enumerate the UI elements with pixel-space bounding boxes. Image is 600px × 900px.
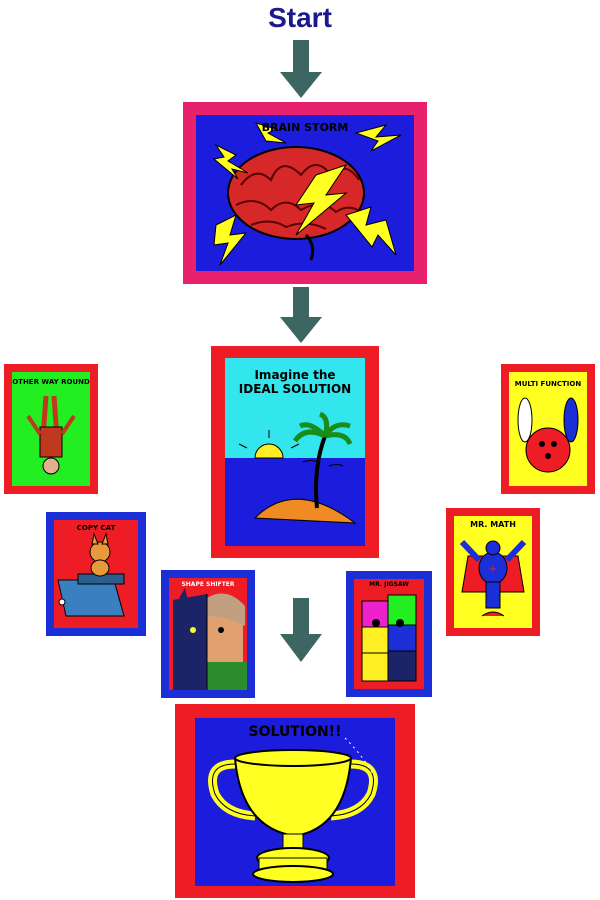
puzzle-icon	[361, 594, 417, 682]
arrow-down-icon	[280, 598, 322, 662]
arrow-down-icon	[280, 287, 322, 343]
wolf-face-icon	[173, 588, 247, 690]
brain-storm-card: BRAIN STORM	[183, 102, 427, 284]
mr-jigsaw-card: MR. JIGSAW	[346, 571, 432, 697]
ideal-solution-title-line1: Imagine the	[254, 368, 336, 382]
lightning-icon	[212, 122, 402, 266]
copy-cat-card: COPY CAT	[46, 512, 146, 636]
start-label: Start	[268, 2, 332, 33]
solution-card: SOLUTION!!	[175, 704, 415, 898]
other-way-round-title: OTHER WAY ROUND	[12, 378, 90, 386]
copy-cat-title: COPY CAT	[76, 524, 116, 532]
superhero-icon: +	[459, 539, 527, 617]
multi-function-title: MULTI FUNCTION	[514, 380, 582, 388]
mr-jigsaw-title: MR. JIGSAW	[369, 581, 409, 588]
sun-icon	[238, 430, 300, 459]
brain-storm-title: BRAIN STORM	[261, 121, 349, 134]
arrow-down-icon	[280, 40, 322, 98]
mr-math-title: MR. MATH	[470, 520, 516, 529]
other-way-round-card: OTHER WAY ROUND	[4, 364, 98, 494]
palm-tree-icon	[292, 411, 353, 509]
bowling-icon	[517, 397, 579, 473]
ideal-solution-title-line2: IDEAL SOLUTION	[238, 382, 352, 396]
island-icon	[253, 498, 357, 524]
svg-text:+: +	[489, 564, 497, 575]
shape-shifter-title: SHAPE SHIFTER	[181, 581, 235, 588]
cat-icon	[57, 532, 125, 617]
ideal-solution-card: Imagine the IDEAL SOLUTION	[211, 346, 379, 558]
upside-down-figure-icon	[26, 395, 76, 475]
multi-function-card: MULTI FUNCTION	[501, 364, 595, 494]
trophy-icon	[208, 737, 378, 883]
shape-shifter-card: SHAPE SHIFTER	[161, 570, 255, 698]
mr-math-card: + MR. MATH	[446, 508, 540, 636]
solution-title: SOLUTION!!	[248, 724, 342, 740]
